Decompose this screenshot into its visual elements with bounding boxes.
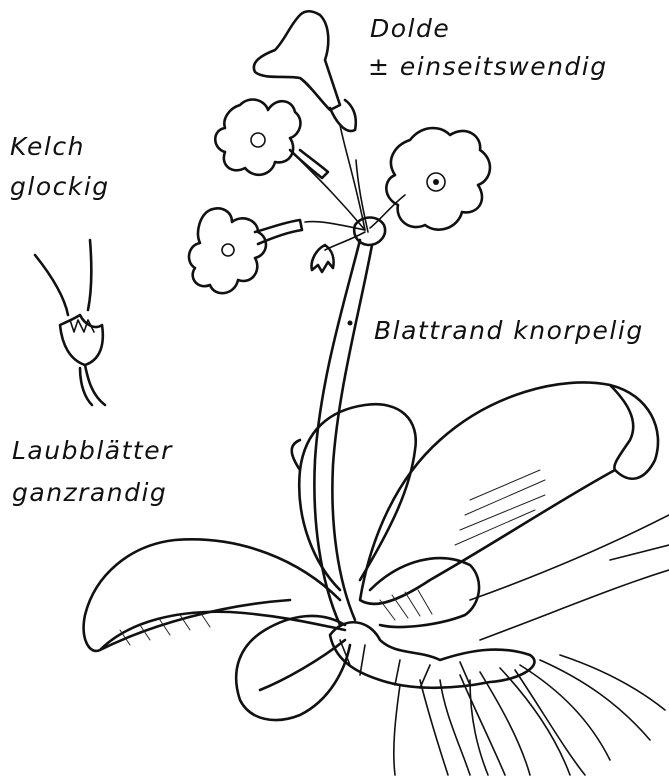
leaf-back	[292, 404, 416, 590]
flower-top	[254, 11, 356, 131]
rosette-base	[330, 622, 534, 688]
leaf-fold	[370, 558, 479, 627]
ground-lines	[470, 515, 669, 640]
stem	[314, 240, 372, 625]
pedicels	[300, 125, 405, 250]
label-laubblaetter: Laubblätter	[12, 436, 173, 466]
leaf-left	[84, 539, 345, 651]
umbel-node	[354, 218, 385, 246]
calyx-detail	[35, 240, 105, 405]
flower-bud	[312, 245, 334, 272]
roots	[394, 655, 665, 775]
flower-upper-left	[215, 100, 328, 178]
label-kelch: Kelch	[10, 132, 85, 162]
flower-lower-left	[189, 208, 302, 293]
dot-marker	[348, 321, 353, 326]
flower-right	[386, 128, 490, 230]
label-glockig: glockig	[10, 172, 110, 202]
label-dolde: Dolde	[370, 14, 450, 44]
label-ganzrandig: ganzrandig	[12, 478, 167, 508]
label-blattrand: Blattrand knorpelig	[374, 316, 644, 346]
label-einseitswendig: ± einseitswendig	[368, 52, 608, 82]
